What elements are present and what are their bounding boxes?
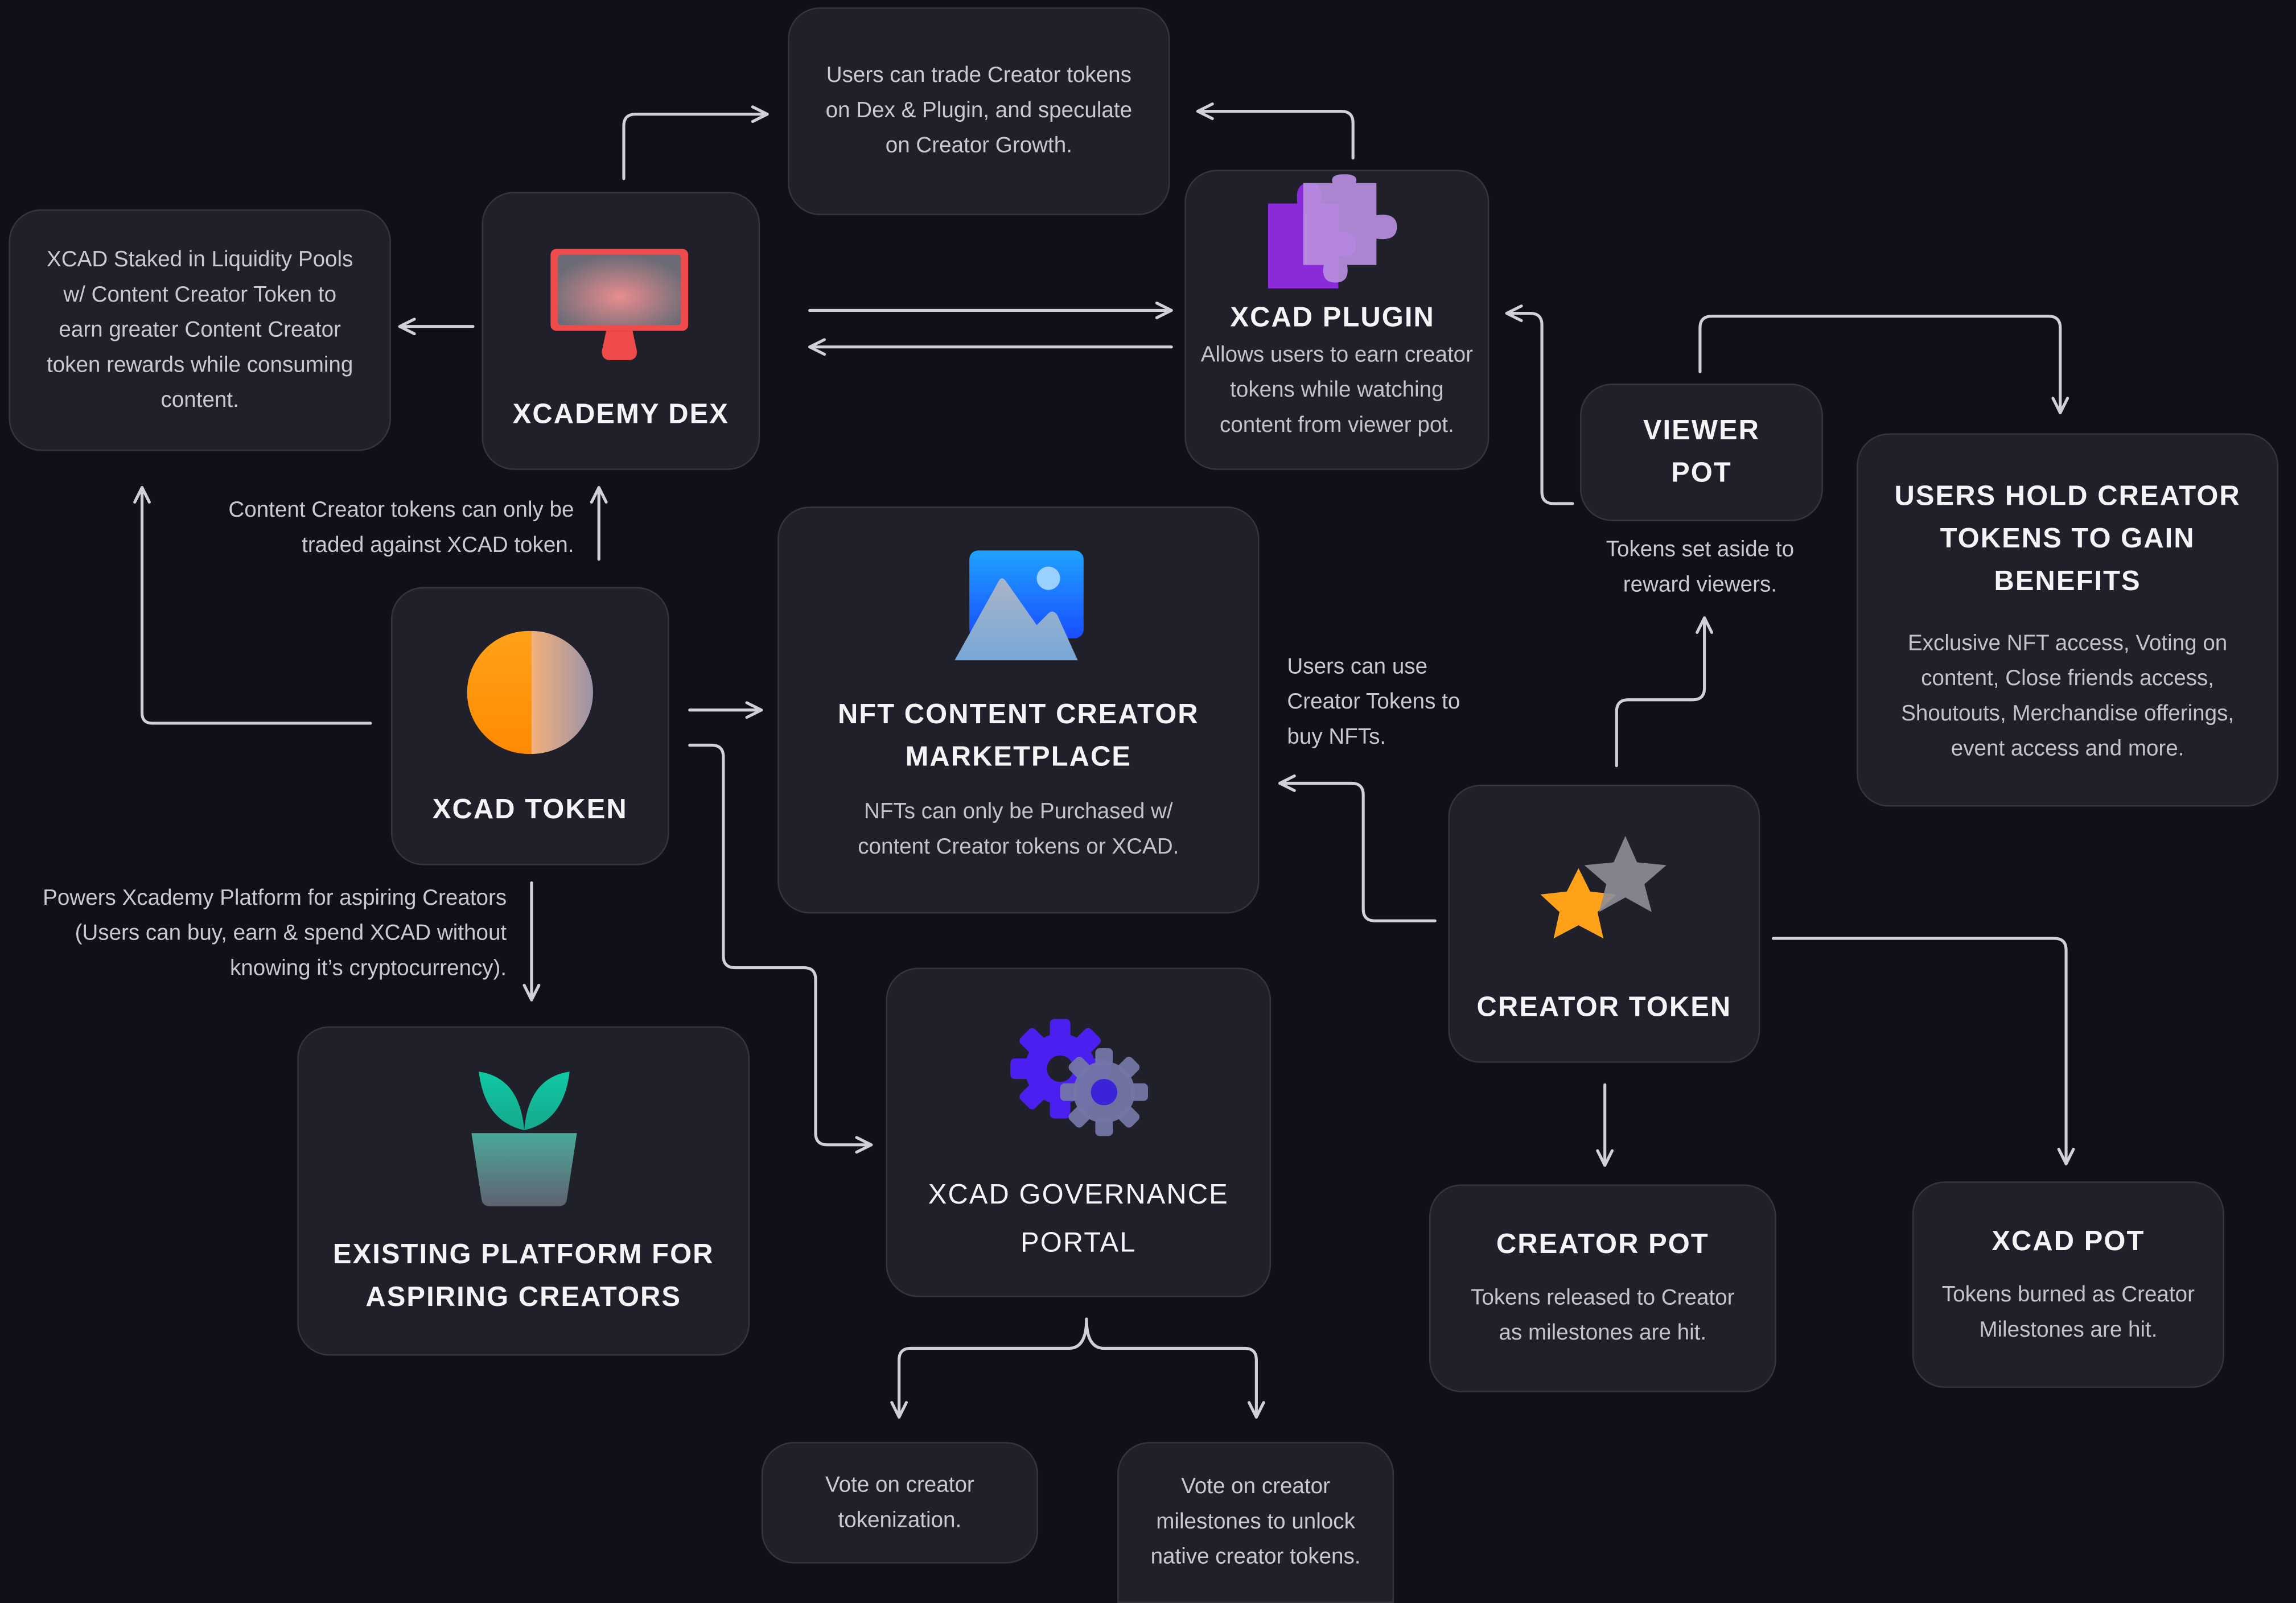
- governance-node: XCAD GOVERNANCE PORTAL: [886, 967, 1272, 1297]
- coin-icon: [467, 631, 593, 754]
- vote-milestones-text: Vote on creator milestones to unlock nat…: [1150, 1474, 1361, 1569]
- xcad-pot-desc: Tokens burned as Creator Milestones are …: [1941, 1282, 2195, 1343]
- xcad-plugin-title: XCAD PLUGIN: [1230, 303, 1435, 334]
- creator-token-title: CREATOR TOKEN: [1476, 992, 1732, 1024]
- vote-milestones-note: Vote on creator milestones to unlock nat…: [1117, 1442, 1394, 1603]
- creator-pot-title: CREATOR POT: [1496, 1230, 1709, 1261]
- xcad-plugin-node: XCAD PLUGIN Allows users to earn creator…: [1184, 170, 1489, 470]
- staked-note-text: XCAD Staked in Liquidity Pools w/ Conten…: [46, 246, 353, 413]
- monitor-icon: [550, 249, 689, 360]
- nft-marketplace-title: NFT CONTENT CREATOR MARKETPLACE: [837, 699, 1199, 773]
- xcad-token-node: XCAD TOKEN: [390, 587, 669, 866]
- users-hold-node: USERS HOLD CREATOR TOKENS TO GAIN BENEFI…: [1857, 433, 2279, 807]
- xcademy-dex-node: XCADEMY DEX: [482, 192, 760, 470]
- creator-token-node: CREATOR TOKEN: [1448, 784, 1760, 1063]
- nft-marketplace-desc: NFTs can only be Purchased w/ content Cr…: [858, 799, 1179, 860]
- viewer-pot-title: VIEWER POT: [1643, 415, 1760, 489]
- governance-title: XCAD GOVERNANCE PORTAL: [928, 1180, 1229, 1259]
- creator-pot-node: CREATOR POT Tokens released to Creator a…: [1429, 1184, 1776, 1392]
- xcad-plugin-desc: Allows users to earn creator tokens whil…: [1200, 343, 1474, 438]
- nft-marketplace-node: NFT CONTENT CREATOR MARKETPLACE NFTs can…: [777, 506, 1260, 914]
- xcad-pot-title: XCAD POT: [1991, 1226, 2145, 1258]
- existing-platform-node: EXISTING PLATFORM FOR ASPIRING CREATORS: [297, 1026, 750, 1356]
- plant-icon: [471, 1072, 577, 1206]
- viewer-pot-caption: Tokens set aside to reward viewers.: [1606, 537, 1795, 597]
- staked-note: XCAD Staked in Liquidity Pools w/ Conten…: [9, 209, 391, 451]
- powers-label: Powers Xcademy Platform for aspiring Cre…: [43, 885, 507, 981]
- vote-tokenization-text: Vote on creator tokenization.: [825, 1472, 974, 1532]
- gears-icon: [1010, 1019, 1148, 1136]
- users-hold-title: USERS HOLD CREATOR TOKENS TO GAIN BENEFI…: [1894, 481, 2241, 597]
- creator-pot-desc: Tokens released to Creator as milestones…: [1471, 1285, 1735, 1346]
- vote-tokenization-note: Vote on creator tokenization.: [761, 1442, 1039, 1564]
- xcademy-dex-title: XCADEMY DEX: [512, 399, 729, 431]
- buy-nfts-label: Users can use Creator Tokens to buy NFTs…: [1287, 654, 1460, 750]
- trade-note-text: Users can trade Creator tokens on Dex & …: [825, 63, 1133, 158]
- puzzle-icon: [1268, 174, 1397, 289]
- xcad-token-title: XCAD TOKEN: [432, 794, 628, 826]
- xcad-pot-node: XCAD POT Tokens burned as Creator Milest…: [1912, 1181, 2224, 1388]
- viewer-pot-node: VIEWER POT: [1579, 384, 1824, 521]
- trade-note: Users can trade Creator tokens on Dex & …: [788, 7, 1170, 216]
- existing-platform-title: EXISTING PLATFORM FOR ASPIRING CREATORS: [332, 1240, 714, 1313]
- stars-icon: [1540, 836, 1667, 939]
- image-icon: [954, 550, 1084, 661]
- traded-against-label: Content Creator tokens can only be trade…: [228, 497, 574, 558]
- users-hold-desc: Exclusive NFT access, Voting on content,…: [1901, 631, 2235, 761]
